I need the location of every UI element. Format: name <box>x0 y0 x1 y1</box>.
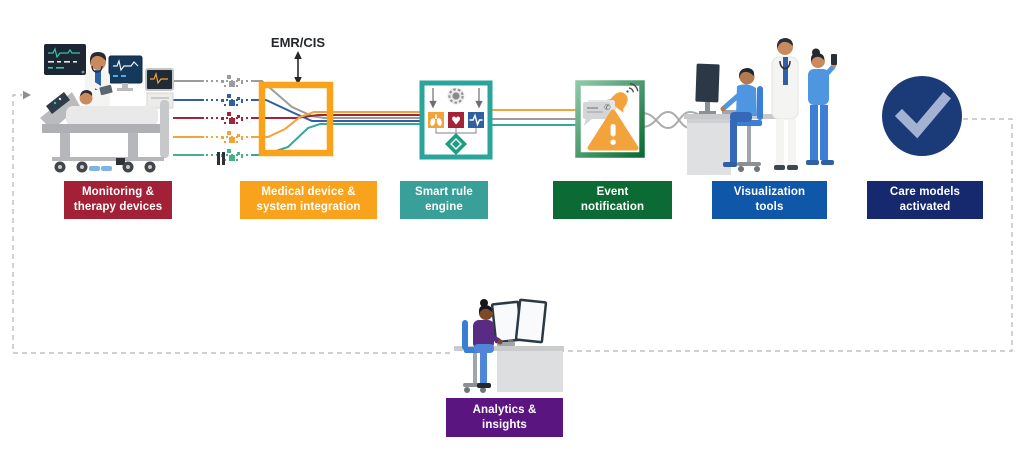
message-bubble-icon: ✆ <box>583 100 615 126</box>
nurse-with-phone-figure <box>806 48 837 165</box>
stage-label-medical-device-system-integration: Medical device & system integration <box>240 181 377 219</box>
analytics-desk <box>454 342 564 392</box>
care-models-circle <box>882 76 962 156</box>
stage-label-line: notification <box>580 201 645 213</box>
visualization-scene <box>684 38 837 175</box>
decision-diamond-icon <box>445 133 467 155</box>
emr-cis-label: EMR/CIS <box>270 35 326 50</box>
stage-label-line: engine <box>425 201 463 213</box>
stage-label-line: tools <box>755 201 784 213</box>
loop-arrow-right-icon <box>23 90 31 100</box>
down-arrow-icons <box>429 88 483 109</box>
stage-label-line: Visualization <box>733 186 806 199</box>
stage-label-line: Analytics & <box>472 403 537 416</box>
phone-icon: ✆ <box>604 103 611 112</box>
cart-monitor-icon <box>145 68 174 109</box>
patient-head <box>79 91 93 105</box>
mid-wires <box>490 109 578 126</box>
stage-label-monitoring-therapy-devices: Monitoring & therapy devices <box>64 181 172 219</box>
stage-label-line: system integration <box>256 201 361 213</box>
hospital-bed <box>40 90 169 173</box>
emr-cis-arrow-icon <box>294 51 302 85</box>
stage-label-care-models-activated: Care models activated <box>867 181 983 219</box>
footboard <box>160 100 169 158</box>
workstation-monitor-icon <box>695 63 720 114</box>
monitoring-scene <box>40 44 225 173</box>
stage-label-line: Event <box>596 186 629 199</box>
stage-label-line: therapy devices <box>73 201 163 213</box>
gear-icon <box>447 87 465 105</box>
event-notification-box: ✆ <box>575 80 645 158</box>
connector-plug-icon <box>217 152 225 165</box>
lungs-icon <box>428 112 444 128</box>
stage-label-line: Medical device & <box>261 186 356 199</box>
stream-gray <box>173 80 422 119</box>
stage-label-smart-rule-engine: Smart rule engine <box>400 181 488 219</box>
signal-waves-icon <box>626 82 639 93</box>
smart-rule-engine-box: ♥ <box>419 80 493 160</box>
checkmark-icon <box>894 91 952 139</box>
svg-text:♥: ♥ <box>451 115 461 128</box>
stage-label-line: Smart rule <box>415 186 473 199</box>
seated-clinician-figure <box>720 68 757 167</box>
doctor-figure <box>771 38 799 170</box>
heart-icon: ♥ <box>448 112 464 128</box>
integration-frame <box>258 81 334 157</box>
bed-wheels <box>54 161 156 173</box>
analyst-figure <box>473 299 503 388</box>
stage-label-line: Monitoring & <box>81 186 155 199</box>
stage-label-event-notification: Event notification <box>553 181 672 219</box>
blanket <box>66 106 158 126</box>
pulse-waveform-icon <box>468 112 484 128</box>
stage-label-line: activated <box>899 201 951 213</box>
warning-triangle-icon <box>587 109 639 151</box>
bedside-monitor-icon <box>108 55 143 91</box>
data-pixel-clusters <box>221 75 243 161</box>
stage-label-visualization-tools: Visualization tools <box>712 181 827 219</box>
office-chair <box>736 86 763 172</box>
bed-control-panel <box>46 92 70 114</box>
stream-red <box>173 114 422 119</box>
device-data-streams <box>173 75 422 161</box>
smartphone-icon <box>831 54 837 65</box>
stage-label-line: Care models <box>889 186 961 199</box>
analytics-scene <box>454 298 564 393</box>
wall-ecg-monitor-icon <box>44 44 86 75</box>
nurse-shoes <box>89 166 112 171</box>
stage-label-analytics-insights: Analytics & insights <box>446 398 563 437</box>
stage-label-line: insights <box>482 418 527 431</box>
